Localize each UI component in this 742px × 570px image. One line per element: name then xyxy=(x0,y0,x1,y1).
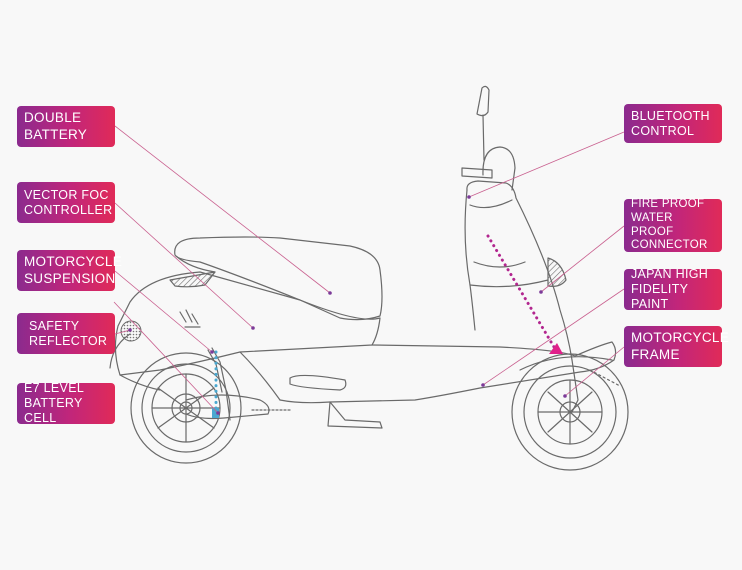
label-e7-level-battery-cell: E7 LEVEL BATTERY CELL xyxy=(17,381,115,425)
label-bluetooth-control: BLUETOOTH CONTROL xyxy=(624,104,722,143)
rear-wheel xyxy=(130,352,242,464)
seat xyxy=(174,236,383,321)
label-motorcycle-suspension: MOTORCYCLE SUSPENSION xyxy=(17,250,122,291)
label-vector-foc-controller: VECTOR FOC CONTROLLER xyxy=(17,182,115,223)
label-safety-reflector: SAFETY REFLECTOR xyxy=(17,313,115,354)
front-shield xyxy=(466,180,573,361)
leader-lines xyxy=(113,125,625,415)
headlight xyxy=(482,146,516,191)
floorboard xyxy=(279,341,617,404)
frame-dotted-lines xyxy=(212,234,563,418)
label-motorcycle-frame: MOTORCYCLE FRAME xyxy=(624,326,729,367)
mirror xyxy=(476,85,490,161)
label-double-battery: DOUBLE BATTERY xyxy=(17,106,115,147)
swingarm xyxy=(185,394,270,420)
front-wheel xyxy=(511,353,629,471)
label-japan-high-fidelity-paint: JAPAN HIGH FIDELITY PAINT xyxy=(624,267,722,311)
label-fire-proof-water-proof-connector: FIRE PROOF WATER PROOF CONNECTOR xyxy=(624,198,722,252)
